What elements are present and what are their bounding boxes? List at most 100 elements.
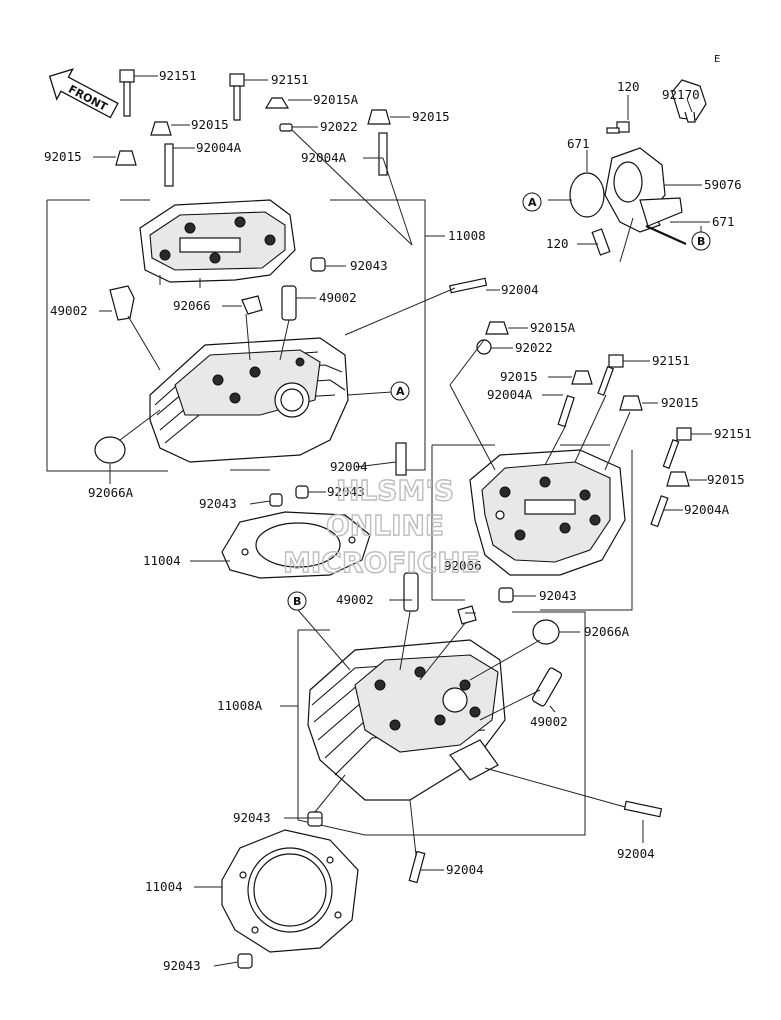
stud-92004A-b — [378, 132, 388, 176]
plug-92066A-b — [532, 619, 560, 645]
bolt-120-b — [591, 228, 611, 256]
front-head-gasket — [221, 829, 359, 953]
label-92066-a: 92066 — [173, 298, 211, 313]
label-92043-f: 92043 — [163, 958, 201, 973]
dowel-92043-d — [498, 587, 514, 603]
bolt-92151-c — [597, 354, 624, 396]
callout-B-thermo-label: B — [697, 235, 705, 248]
label-92015-a: 92015 — [191, 117, 229, 132]
nut-92015A-a — [264, 97, 290, 109]
label-49002-d: 49002 — [530, 714, 568, 729]
o-ring-671-b — [645, 224, 687, 246]
callout-A-thermo-label: A — [528, 196, 537, 209]
label-92043-e: 92043 — [233, 810, 271, 825]
dowel-92043-f — [237, 953, 253, 969]
callout-B-head-label: B — [293, 595, 301, 608]
label-92015-c: 92015 — [412, 109, 450, 124]
callout-A-thermo: A — [522, 192, 542, 212]
stud-92004-b — [395, 442, 407, 476]
label-92022-a: 92022 — [320, 119, 358, 134]
label-92004A-b: 92004A — [301, 150, 347, 165]
nut-92015-b — [115, 150, 137, 166]
bolt-92151-b — [229, 73, 245, 121]
label-92004A-c: 92004A — [487, 387, 533, 402]
label-92015-e: 92015 — [661, 395, 699, 410]
label-49002-c: 49002 — [336, 592, 374, 607]
rear-head-cover — [139, 199, 296, 288]
callout-A-head: A — [390, 381, 410, 401]
plug-92066A-a — [94, 436, 126, 464]
label-92151-a: 92151 — [159, 68, 197, 83]
fitting-49002-d — [531, 667, 563, 707]
label-49002-b: 49002 — [319, 290, 357, 305]
label-49002-a: 49002 — [50, 303, 88, 318]
stud-92004-a — [449, 277, 488, 294]
label-92015-b: 92015 — [44, 149, 82, 164]
label-59076: 59076 — [704, 177, 742, 192]
label-92004-d: 92004 — [446, 862, 484, 877]
rear-cylinder-head — [149, 337, 349, 463]
label-92066A-a: 92066A — [88, 485, 134, 500]
stud-92004A-c — [557, 395, 575, 428]
corner-mark: E — [714, 54, 720, 65]
front-cylinder-head — [307, 639, 506, 801]
label-92004-b: 92004 — [330, 459, 368, 474]
label-671-b: 671 — [712, 214, 735, 229]
rear-head-gasket — [221, 511, 371, 579]
nut-92015-e — [619, 395, 643, 411]
fitting-49002-c — [403, 572, 419, 612]
dowel-92043-e — [307, 811, 323, 827]
fitting-49002-a — [109, 285, 135, 321]
stud-92004A-d — [650, 495, 669, 528]
nut-92015-a — [150, 121, 172, 136]
bolt-92151-a — [119, 69, 135, 117]
label-92015A-b: 92015A — [530, 320, 576, 335]
dowel-92043-b — [269, 493, 283, 507]
plug-92066-b — [457, 605, 477, 625]
label-11004-b: 11004 — [145, 879, 183, 894]
label-92004-c: 92004 — [617, 846, 655, 861]
watermark-line-1: HLSM'S — [336, 474, 454, 507]
label-92015-f: 92015 — [707, 472, 745, 487]
label-120-a: 120 — [617, 79, 640, 94]
label-92170: 92170 — [662, 87, 700, 102]
callout-B-head: B — [287, 591, 307, 611]
dowel-92043-a — [310, 257, 326, 272]
plug-92066-a — [241, 295, 263, 315]
label-92022-b: 92022 — [515, 340, 553, 355]
stud-92004-d — [408, 850, 426, 884]
label-11008A: 11008A — [217, 698, 263, 713]
thermostat-housing — [604, 147, 683, 233]
fitting-49002-b — [281, 285, 297, 321]
stud-92004A-a — [164, 143, 174, 187]
label-671-a: 671 — [567, 136, 590, 151]
label-11004-a: 11004 — [143, 553, 181, 568]
label-92043-b: 92043 — [199, 496, 237, 511]
label-92015-d: 92015 — [500, 369, 538, 384]
stud-92004-c — [623, 800, 663, 818]
label-92043-a: 92043 — [350, 258, 388, 273]
label-92151-c: 92151 — [652, 353, 690, 368]
callout-B-thermo: B — [691, 231, 711, 251]
nut-92015-f — [666, 471, 690, 487]
front-head-cover — [469, 449, 626, 576]
watermark-line-2: ONLINE — [326, 509, 444, 542]
nut-92015-d — [571, 370, 593, 385]
label-92066-b: 92066 — [444, 558, 482, 573]
watermark: HLSM'S ONLINE MICROFICHE — [282, 473, 480, 579]
label-92043-c: 92043 — [327, 484, 365, 499]
bolt-92151-d — [662, 427, 692, 469]
front-arrow: FRONT — [48, 68, 119, 119]
clamp-92170 — [671, 79, 707, 121]
label-92151-b: 92151 — [271, 72, 309, 87]
label-120-b: 120 — [546, 236, 569, 251]
nut-92015-c — [367, 109, 391, 125]
o-ring-671-a — [569, 172, 605, 218]
label-92015A-a: 92015A — [313, 92, 359, 107]
label-11008: 11008 — [448, 228, 486, 243]
label-92004-a: 92004 — [501, 282, 539, 297]
label-92004A-a: 92004A — [196, 140, 242, 155]
label-92066A-b: 92066A — [584, 624, 630, 639]
watermark-line-3: MICROFICHE — [283, 546, 480, 579]
